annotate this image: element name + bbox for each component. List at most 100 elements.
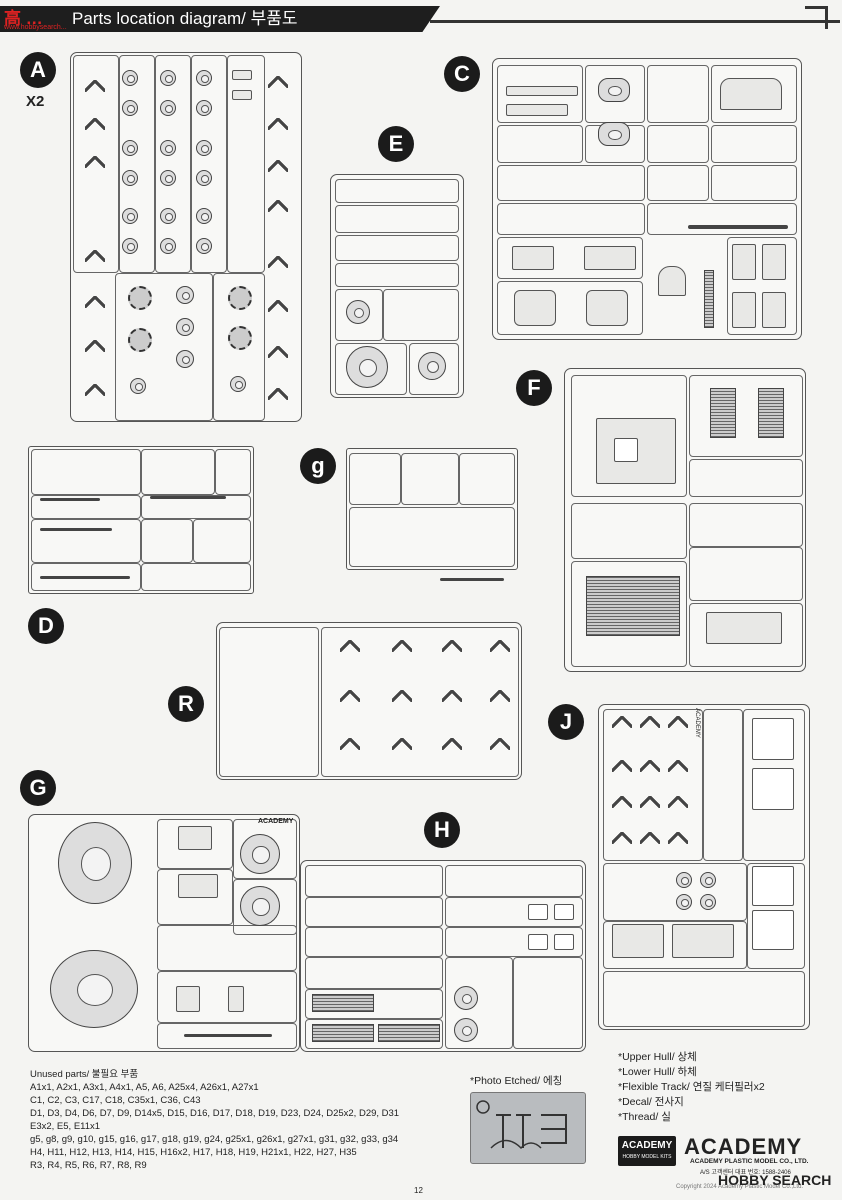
track-part (378, 1024, 440, 1042)
road-wheel-part (122, 208, 138, 224)
sprue-label-a: A (20, 52, 56, 88)
sprue-d-cell (31, 563, 141, 591)
sprue-j-cell (603, 709, 703, 861)
sprue-c-cell (497, 125, 583, 163)
sprue-h-cell (305, 989, 443, 1019)
sprocket-part (128, 328, 152, 352)
road-wheel-part (676, 872, 692, 888)
sprue-j-cell (603, 863, 747, 921)
sprue-e-cell (335, 179, 459, 203)
idler-wheel-part (176, 350, 194, 368)
sprue-label-g: G (20, 770, 56, 806)
track-link-part (612, 832, 632, 846)
track-link-part (268, 388, 288, 402)
road-wheel-part (196, 238, 212, 254)
track-link-part (268, 200, 288, 214)
road-wheel-part (700, 894, 716, 910)
sprue-multiplier-a: X2 (26, 93, 45, 110)
watermark-url: www.hobbysearch... (4, 24, 67, 31)
turret-ring-part (50, 950, 138, 1028)
sprue-g-cell (157, 869, 233, 925)
sprue-g-cell (349, 453, 401, 505)
suspension-part (490, 640, 510, 654)
track-part (312, 1024, 374, 1042)
road-wheel-part (676, 894, 692, 910)
road-wheel-part (122, 170, 138, 186)
corner-mark (805, 6, 828, 29)
header-bar: Parts location diagram/ 부품도 高 … www.hobb… (0, 0, 842, 34)
part (752, 866, 794, 906)
hatch-part (598, 122, 630, 146)
suspension-part (442, 738, 462, 752)
track-link-part (668, 760, 688, 774)
sprocket-part (228, 326, 252, 350)
suspension-part (490, 738, 510, 752)
sprue-d-cell (215, 449, 251, 495)
sprue-a-cell (115, 273, 213, 421)
part (752, 718, 794, 760)
sprue-r-cell (321, 627, 519, 777)
sprue-j-cell (603, 921, 747, 969)
sprue-f-cell (689, 375, 803, 457)
track-link-part (668, 796, 688, 810)
sprue-label-c: C (444, 56, 480, 92)
hatch-part (240, 834, 280, 874)
sprue-f-cell (689, 459, 803, 497)
header-dark-band (0, 6, 440, 32)
sprue-g-cell (233, 819, 297, 879)
part (720, 78, 782, 110)
sprue-h-cell (445, 897, 583, 927)
grille-part (710, 388, 736, 438)
watermark-logo: 高 … www.hobbysearch... (2, 4, 68, 34)
track-link-part (640, 760, 660, 774)
sprue-h-cell (305, 957, 443, 989)
sprue-f-cell (571, 503, 687, 559)
sprue-c-cell (711, 65, 797, 123)
road-wheel-part (700, 872, 716, 888)
sprue-c-cell (497, 237, 643, 279)
track-link-part (612, 760, 632, 774)
sprue-d-cell (193, 519, 251, 563)
part (704, 270, 714, 328)
sprue-label-f: F (516, 370, 552, 406)
track-link-part (268, 346, 288, 360)
sprocket-part (128, 286, 152, 310)
sprue-d-cell (141, 495, 251, 519)
part (184, 1034, 272, 1037)
track-link-part (668, 716, 688, 730)
part (506, 104, 568, 116)
unused-line: A1x1, A2x1, A3x1, A4x1, A5, A6, A25x4, A… (30, 1082, 259, 1093)
part (176, 986, 200, 1012)
watermark-bottom: HOBBY SEARCH (718, 1172, 832, 1188)
track-link-part (85, 384, 105, 398)
company-name: ACADEMY PLASTIC MODEL CO., LTD. (690, 1158, 809, 1165)
track-link-part (640, 832, 660, 846)
part (732, 292, 756, 328)
sprue-d-frame (28, 446, 254, 594)
track-link-part (268, 256, 288, 270)
sprue-e-cell (335, 289, 383, 341)
road-wheel-part (122, 70, 138, 86)
sprue-f-cell (689, 503, 803, 547)
sprue-d-cell (31, 495, 141, 519)
sprue-g-cell (157, 971, 297, 1023)
sprue-c-cell (647, 125, 709, 163)
track-link-part (85, 250, 105, 264)
sprue-h-cell (513, 957, 583, 1049)
suspension-part (442, 640, 462, 654)
as-line: A/S 고객센터 대표 번호: 1588-2406 (700, 1170, 791, 1176)
hatch-part (598, 78, 630, 102)
sprue-c-cell (711, 165, 797, 201)
road-wheel-part (230, 376, 246, 392)
road-wheel-part (160, 238, 176, 254)
sprue-g-brand: ACADEMY (258, 818, 294, 825)
sprue-f-cell (571, 561, 687, 667)
unused-line: C1, C2, C3, C17, C18, C35x1, C36, C43 (30, 1095, 201, 1106)
unused-title: Unused parts/ 불필요 부품 (30, 1069, 139, 1080)
page-number: 12 (414, 1186, 423, 1195)
photo-etched-parts-icon (476, 1100, 567, 1150)
unused-line: E3x2, E5, E11x1 (30, 1121, 101, 1132)
part (232, 90, 252, 100)
hatch-part (240, 886, 280, 926)
part (232, 70, 252, 80)
